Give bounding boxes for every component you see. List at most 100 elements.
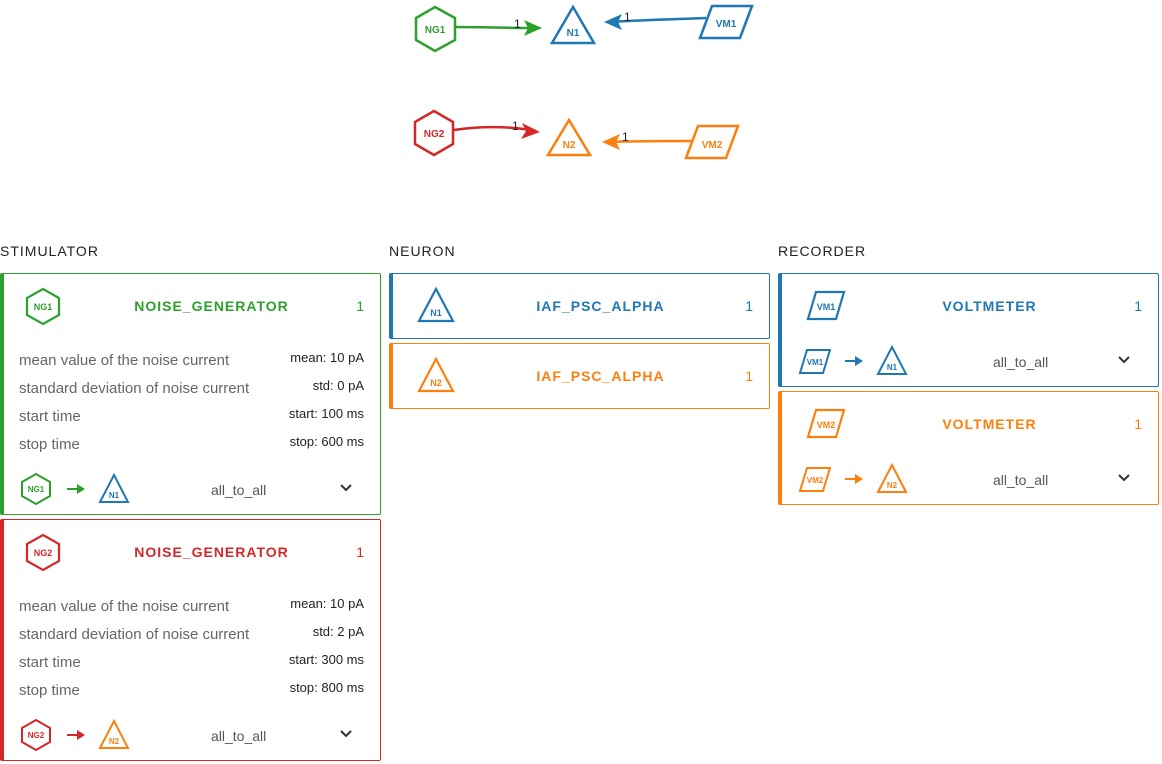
model-name: IAF_PSC_ALPHA xyxy=(536,298,665,314)
neuron-card-n2[interactable]: N2 IAF_PSC_ALPHA 1 xyxy=(389,343,770,409)
card-header[interactable]: N2 IAF_PSC_ALPHA 1 xyxy=(393,344,769,406)
svg-text:N1: N1 xyxy=(430,308,442,318)
parallelogram-icon: VM2 xyxy=(798,467,831,492)
hexagon-icon xyxy=(413,109,455,157)
triangle-icon: N2 xyxy=(98,718,130,749)
param-label: mean value of the noise current xyxy=(19,598,230,615)
card-header[interactable]: VM2 VOLTMETER 1 xyxy=(782,392,1158,454)
param-std[interactable]: standard deviation of noise current std:… xyxy=(19,378,364,398)
svg-text:N2: N2 xyxy=(887,481,898,490)
param-value[interactable]: stop: 800 ms xyxy=(289,680,364,695)
param-value[interactable]: mean: 10 pA xyxy=(290,350,364,365)
param-label: start time xyxy=(19,408,81,425)
param-value[interactable]: stop: 600 ms xyxy=(289,434,364,449)
edge-ng2-n2[interactable]: 1 xyxy=(453,119,540,139)
param-label: stop time xyxy=(19,682,80,699)
param-value[interactable]: start: 300 ms xyxy=(288,652,364,667)
triangle-icon: N2 xyxy=(876,462,908,493)
model-name: NOISE_GENERATOR xyxy=(134,544,289,560)
connection-rule: all_to_all xyxy=(993,472,1049,488)
param-value[interactable]: mean: 10 pA xyxy=(290,596,364,611)
neuron-card-n1[interactable]: N1 IAF_PSC_ALPHA 1 xyxy=(389,273,770,339)
population-count: 1 xyxy=(745,298,753,314)
param-label: mean value of the noise current xyxy=(19,352,230,369)
stimulator-card-ng1[interactable]: NG1 NOISE_GENERATOR 1 mean value of the … xyxy=(0,273,381,515)
svg-text:VM2: VM2 xyxy=(817,420,836,430)
param-value[interactable]: std: 0 pA xyxy=(312,378,364,393)
param-stop[interactable]: stop time stop: 600 ms xyxy=(19,434,364,454)
hexagon-icon: NG2 xyxy=(21,718,51,752)
parallelogram-icon xyxy=(698,4,754,40)
connection-row[interactable]: NG2 N2 all_to_all xyxy=(19,718,364,754)
chevron-down-icon[interactable] xyxy=(338,726,354,742)
svg-text:VM2: VM2 xyxy=(702,140,723,151)
edge-vm2-n2[interactable]: 1 xyxy=(602,130,693,150)
node-vm1[interactable]: VM1 xyxy=(698,4,754,40)
recorder-card-vm1[interactable]: VM1 VOLTMETER 1 VM1 N1 all_to_all xyxy=(778,273,1159,387)
node-n1[interactable]: N1 xyxy=(549,4,597,45)
connection-row[interactable]: NG1 N1 all_to_all xyxy=(19,472,364,508)
connection-rule: all_to_all xyxy=(211,728,267,744)
svg-text:NG2: NG2 xyxy=(424,129,445,140)
arrow-right-icon xyxy=(845,474,863,484)
edge-ng1-n1[interactable]: 1 xyxy=(455,17,542,36)
arrow-right-icon xyxy=(67,730,85,740)
svg-text:VM1: VM1 xyxy=(807,358,824,367)
svg-text:NG2: NG2 xyxy=(34,548,53,558)
param-mean[interactable]: mean value of the noise current mean: 10… xyxy=(19,596,364,616)
svg-text:N2: N2 xyxy=(563,140,576,151)
population-count: 1 xyxy=(1134,298,1142,314)
recorder-card-vm2[interactable]: VM2 VOLTMETER 1 VM2 N2 all_to_all xyxy=(778,391,1159,505)
node-n2[interactable]: N2 xyxy=(545,117,593,157)
param-value[interactable]: start: 100 ms xyxy=(288,406,364,421)
node-vm2[interactable]: VM2 xyxy=(684,124,740,160)
triangle-icon: N1 xyxy=(98,472,130,503)
chevron-down-icon[interactable] xyxy=(338,480,354,496)
population-count: 1 xyxy=(356,298,364,314)
connection-rule: all_to_all xyxy=(211,482,267,498)
param-mean[interactable]: mean value of the noise current mean: 10… xyxy=(19,350,364,370)
triangle-icon xyxy=(549,4,597,45)
hexagon-icon xyxy=(414,5,457,53)
card-header[interactable]: NG2 NOISE_GENERATOR 1 xyxy=(4,520,380,582)
parallelogram-icon: VM2 xyxy=(806,408,846,439)
connection-row[interactable]: VM2 N2 all_to_all xyxy=(797,462,1142,498)
param-stop[interactable]: stop time stop: 800 ms xyxy=(19,680,364,700)
svg-text:NG2: NG2 xyxy=(28,731,45,740)
network-graph[interactable]: 1 1 1 1 NG1 N1 VM1 NG2 N2 xyxy=(0,0,1162,200)
parallelogram-icon: VM1 xyxy=(798,349,831,374)
param-label: standard deviation of noise current xyxy=(19,380,250,397)
stimulator-card-ng2[interactable]: NG2 NOISE_GENERATOR 1 mean value of the … xyxy=(0,519,381,761)
param-std[interactable]: standard deviation of noise current std:… xyxy=(19,624,364,644)
triangle-icon xyxy=(545,117,593,157)
svg-text:N2: N2 xyxy=(109,737,120,746)
param-label: start time xyxy=(19,654,81,671)
population-count: 1 xyxy=(1134,416,1142,432)
model-name: IAF_PSC_ALPHA xyxy=(536,368,665,384)
edge-vm1-n1[interactable]: 1 xyxy=(604,10,707,30)
svg-text:N1: N1 xyxy=(109,491,120,500)
arrow-right-icon xyxy=(845,356,863,366)
param-value[interactable]: std: 2 pA xyxy=(312,624,364,639)
arrow-right-icon xyxy=(67,484,85,494)
node-ng2[interactable]: NG2 xyxy=(413,109,455,157)
edge-weight: 1 xyxy=(624,10,631,24)
svg-text:N2: N2 xyxy=(430,378,442,388)
chevron-down-icon[interactable] xyxy=(1116,352,1132,368)
connection-row[interactable]: VM1 N1 all_to_all xyxy=(797,344,1142,380)
svg-text:N1: N1 xyxy=(567,28,580,39)
card-header[interactable]: NG1 NOISE_GENERATOR 1 xyxy=(4,274,380,336)
parallelogram-icon: VM1 xyxy=(806,290,846,321)
node-ng1[interactable]: NG1 xyxy=(414,5,457,53)
chevron-down-icon[interactable] xyxy=(1116,470,1132,486)
stimulator-column-title: STIMULATOR xyxy=(0,243,99,259)
card-header[interactable]: VM1 VOLTMETER 1 xyxy=(782,274,1158,336)
param-start[interactable]: start time start: 300 ms xyxy=(19,652,364,672)
population-count: 1 xyxy=(745,368,753,384)
neuron-column-title: NEURON xyxy=(389,243,456,259)
model-name: VOLTMETER xyxy=(942,416,1037,432)
svg-text:N1: N1 xyxy=(887,363,898,372)
param-start[interactable]: start time start: 100 ms xyxy=(19,406,364,426)
card-header[interactable]: N1 IAF_PSC_ALPHA 1 xyxy=(393,274,769,336)
triangle-icon: N1 xyxy=(417,286,455,323)
